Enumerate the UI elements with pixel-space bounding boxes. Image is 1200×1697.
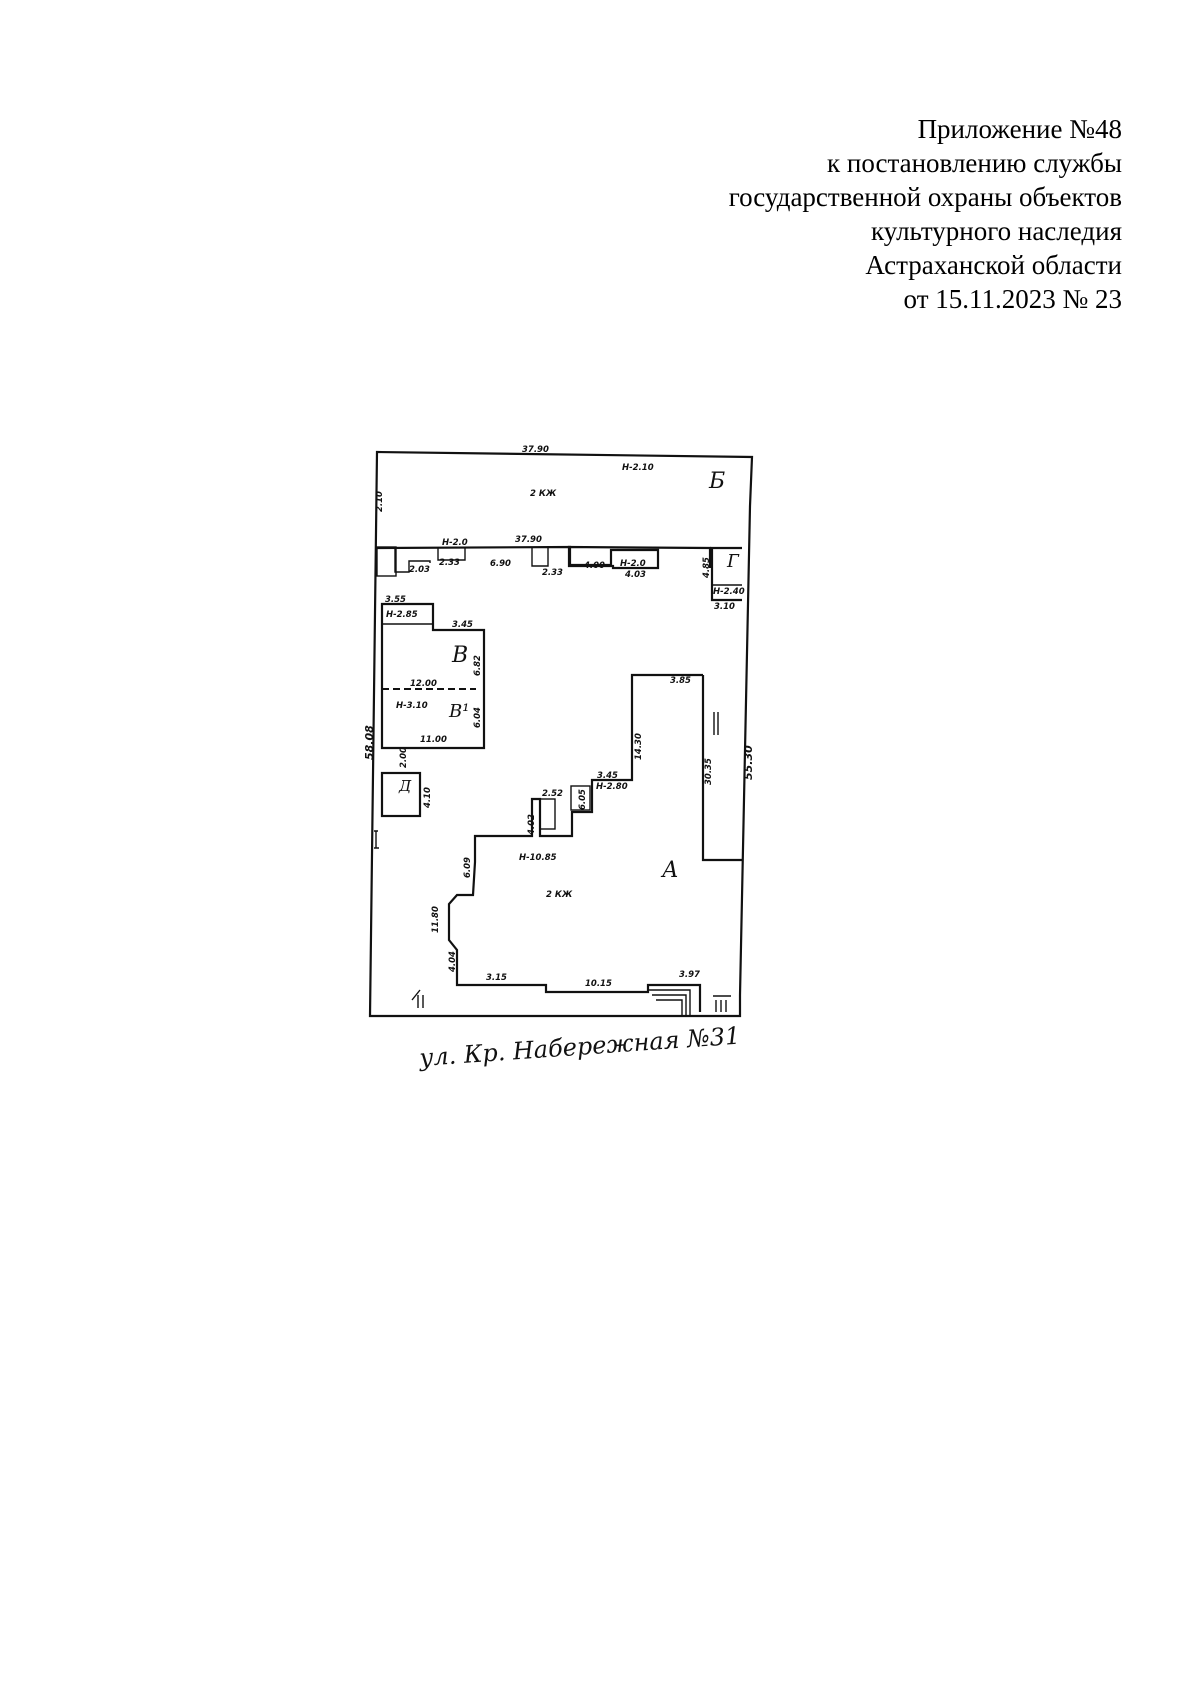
gate-marker-bottom [411,989,424,1008]
building-b-wall [376,545,712,570]
letter-v1: В¹ [448,701,469,722]
letter-b: Б [708,469,725,494]
letter-v: В [451,643,468,668]
dim-seg-1: 2.03 [409,565,430,575]
dim-v-mid: 12.00 [410,679,437,689]
porch [648,989,691,1016]
gate-marker-right [713,712,719,735]
dim-v-h1: Н-2.85 [386,610,418,620]
letter-g: Г [726,551,740,572]
dim-v-top: 3.55 [385,595,406,605]
building-a-east [701,675,742,862]
dim-b-height: Н-2.10 [622,463,654,473]
dim-v-side2: 6.04 [473,707,483,728]
dim-a-step3: 6.05 [578,789,588,810]
dim-a-left2: 11.80 [431,906,441,933]
dim-a-bottom2: 10.15 [585,979,612,989]
dim-seg-7: 4.03 [624,570,646,580]
dim-v-bottom: 11.00 [420,735,447,745]
corner-box [376,546,397,577]
dim-seg-8: Н-2.0 [620,559,646,569]
dim-g-width: 3.10 [714,602,735,612]
dim-a-height: Н-10.85 [519,853,557,863]
small-annex-3 [531,547,549,567]
dim-a-area: 2 КЖ [546,890,573,900]
dim-right-length: 55.30 [742,745,755,780]
dim-a-bottom1: 3.15 [486,973,507,983]
dim-a-v2: 30.35 [704,758,714,785]
dim-seg-2: 2.33 [439,558,460,568]
dim-a-step2: Н-2.80 [596,782,628,792]
building-a-stair [570,785,591,811]
dim-a-left1: 6.09 [463,857,473,878]
dim-v-h2: Н-3.10 [396,701,428,711]
appendix-line-5: Астраханской области [865,250,1122,280]
dim-top-width: 37.90 [522,445,549,455]
appendix-title: Приложение №48 [917,114,1122,144]
dim-a-step1: 3.45 [597,771,618,781]
appendix-line-2: к постановлению службы [827,148,1122,178]
dim-d-side: 4.10 [423,787,433,809]
appendix-line-3: государственной охраны объектов [728,182,1122,212]
appendix-date-number: от 15.11.2023 № 23 [903,284,1122,314]
dim-a-v1: 14.30 [634,733,644,760]
dim-left-length: 58.08 [363,725,376,760]
dim-seg-6: 4.00 [583,561,605,571]
dim-g-height: Н-2.40 [713,587,745,597]
building-a-nook [539,798,556,830]
dim-a-left3: 4.04 [448,951,458,973]
dim-a-top: 3.85 [670,676,691,686]
small-annex-1 [394,547,431,573]
dim-d-top: 2.00 [399,747,409,768]
dim-seg-4: 6.90 [490,559,511,569]
dim-seg-5: 2.33 [542,568,563,578]
dim-v-w: 3.45 [452,620,473,630]
appendix-line-4: культурного наследия [871,216,1122,246]
letter-a: А [660,858,679,883]
building-g [710,548,742,602]
appendix-header: Приложение №48 к постановлению службы го… [602,112,1122,316]
dim-b-side: 2.10 [375,491,385,512]
letter-d: Д [398,777,412,795]
dim-inner-width: 37.90 [515,535,542,545]
lot-boundary [368,450,754,1018]
building-v [380,602,486,750]
building-a [447,673,703,1012]
gate-marker-bottom-right [713,995,731,1012]
gate-marker-left [374,830,379,849]
dim-a-bottom3: 3.97 [679,970,700,980]
dim-g-side: 4.85 [702,557,712,579]
small-annex-2 [437,547,466,561]
building-d [380,771,422,818]
dim-a-step5: 4.02 [527,814,537,836]
dim-v-side1: 6.82 [473,655,483,676]
dim-seg-3: Н-2.0 [442,538,468,548]
street-label: ул. Кр. Набережная №31 [417,1022,741,1072]
dim-b-area: 2 КЖ [530,489,557,499]
dim-a-step4: 2.52 [542,789,563,799]
